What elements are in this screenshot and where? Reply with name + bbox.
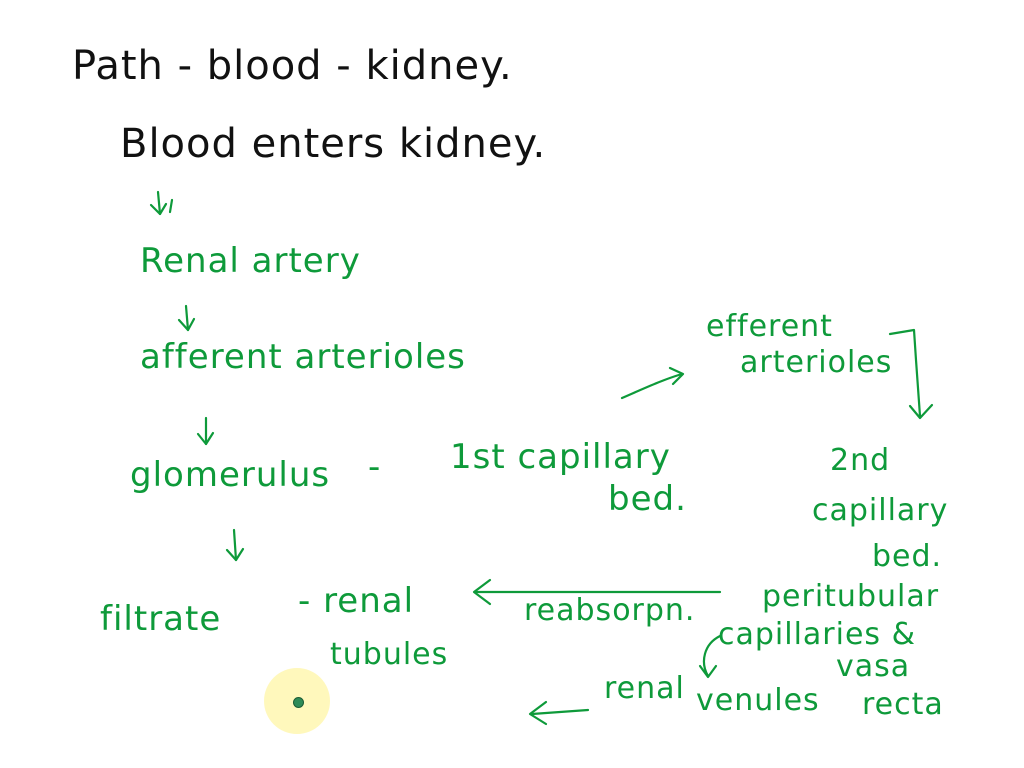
first-capillary-label: 1st capillary <box>450 437 671 477</box>
hook-arrow-to-venules <box>698 634 722 679</box>
renal-label: - renal <box>298 581 415 621</box>
down-arrow-2 <box>177 304 196 332</box>
renal-venules-label-1: renal <box>604 671 685 706</box>
down-arrow-3 <box>196 416 215 446</box>
efferent-arterioles-label: arterioles <box>740 345 893 380</box>
reabsorption-arrow <box>472 578 722 606</box>
down-arrow-1 <box>149 190 174 216</box>
vasa-label: vasa <box>836 649 911 684</box>
reabsorption-label: reabsorpn. <box>524 593 696 628</box>
dash-separator: - <box>368 447 382 487</box>
arrow-to-efferent <box>620 366 685 400</box>
step-glomerulus: glomerulus <box>130 455 331 495</box>
venules-outflow-arrow <box>528 700 590 726</box>
bracket-arrow-to-second-bed <box>888 328 934 420</box>
capillaries-label: capillaries & <box>718 617 916 652</box>
cursor-dot-icon <box>293 697 304 708</box>
recta-label: recta <box>862 687 944 722</box>
efferent-label: efferent <box>706 309 833 344</box>
peritubular-label: peritubular <box>762 579 940 614</box>
step-afferent-arterioles: afferent arterioles <box>140 337 466 377</box>
down-arrow-4 <box>225 528 245 562</box>
diagram-title: Path - blood - kidney. <box>72 43 513 89</box>
step-blood-enters-kidney: Blood enters kidney. <box>120 121 547 167</box>
step-filtrate: filtrate <box>100 599 222 639</box>
second-bed-label-3: bed. <box>872 539 943 574</box>
tubules-label: tubules <box>330 637 449 672</box>
second-bed-label-1: 2nd <box>830 443 891 478</box>
renal-venules-label-2: venules <box>696 683 820 718</box>
step-renal-artery: Renal artery <box>140 241 361 281</box>
first-capillary-bed-label: bed. <box>608 479 687 519</box>
second-bed-label-2: capillary <box>812 493 949 528</box>
